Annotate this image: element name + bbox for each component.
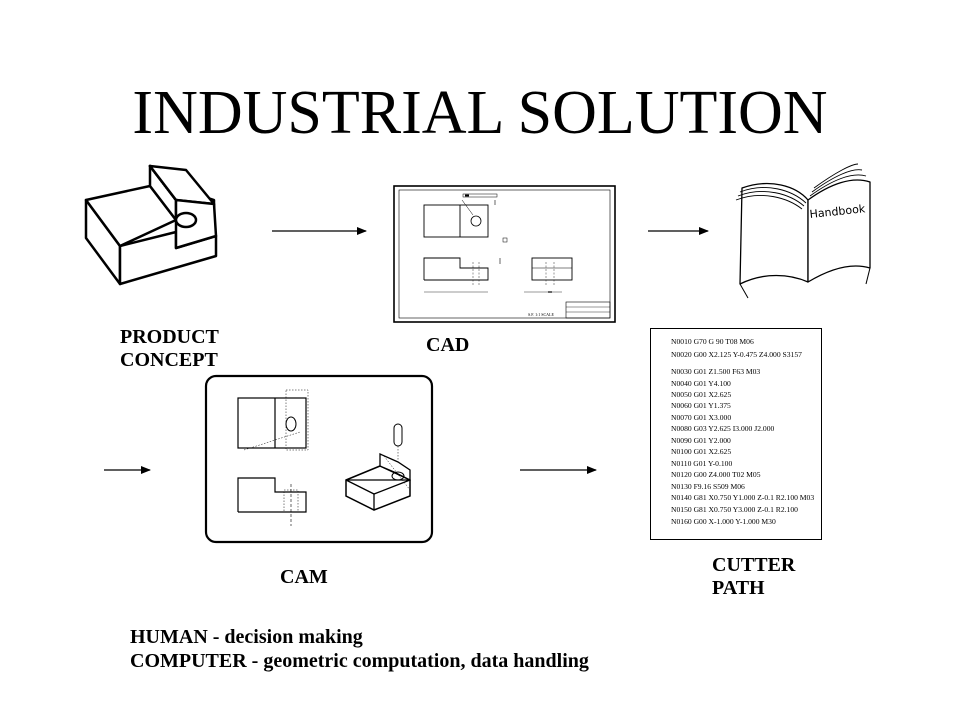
- gcode-line: N0080 G03 Y2.625 I3.000 J2.000: [671, 424, 775, 433]
- handbook-label: Handbook: [809, 202, 866, 221]
- cad-scale-note: S.F. 1:1 SCALE: [528, 312, 554, 317]
- cam-label: CAM: [280, 566, 328, 588]
- gcode-line: N0060 G01 Y1.375: [671, 401, 731, 410]
- gcode-line: N0160 G00 X-1.000 Y-1.000 M30: [671, 517, 776, 526]
- gcode-line: N0030 G01 Z1.500 F63 M03: [671, 367, 761, 376]
- handbook-book-icon: [735, 163, 871, 299]
- gcode-line: N0050 G01 X2.625: [671, 390, 732, 399]
- product-concept-block: [84, 164, 218, 286]
- gcode-line: N0120 G00 Z4.000 T02 M05: [671, 470, 761, 479]
- gcode-line: N0150 G81 X0.750 Y3.000 Z-0.1 R2.100: [671, 505, 798, 514]
- gcode-line: N0090 G01 Y2.000: [671, 436, 731, 445]
- human-caption: HUMAN - decision making: [130, 626, 363, 648]
- gcode-line: N0130 F9.16 S509 M06: [671, 482, 745, 491]
- computer-caption: COMPUTER - geometric computation, data h…: [130, 650, 589, 672]
- cad-label: CAD: [426, 334, 470, 356]
- cam-panel: [204, 374, 434, 544]
- gcode-line: N0020 G00 X2.125 Y-0.475 Z4.000 S3157: [671, 350, 802, 359]
- gcode-line: N0010 G70 G 90 T08 M06: [671, 337, 754, 346]
- cutter-path-label: CUTTER PATH: [712, 554, 796, 599]
- cad-drawing-sheet: [393, 185, 616, 323]
- page-title: INDUSTRIAL SOLUTION: [132, 79, 828, 147]
- gcode-line: N0140 G81 X0.750 Y1.000 Z-0.1 R2.100 M03: [671, 493, 815, 502]
- gcode-line: N0110 G01 Y-0.100: [671, 459, 733, 468]
- product-concept-label: PRODUCT CONCEPT: [120, 326, 219, 371]
- gcode-line: N0100 G01 X2.625: [671, 447, 732, 456]
- gcode-line: N0040 G01 Y4.100: [671, 379, 731, 388]
- gcode-line: N0070 G01 X3.000: [671, 413, 732, 422]
